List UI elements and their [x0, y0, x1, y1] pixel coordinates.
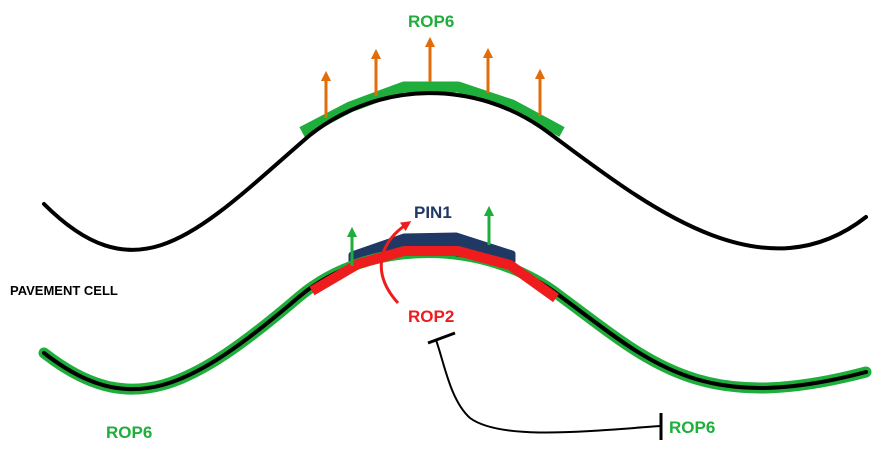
label-rop6-bottom-right: ROP6 [669, 418, 715, 437]
label-rop6-top: ROP6 [408, 12, 454, 31]
bottom-cell-pin1-cap [348, 232, 516, 266]
label-pin1: PIN1 [414, 203, 452, 222]
label-pavement-cell: PAVEMENT CELL [10, 283, 118, 298]
rop6-inhibits-rop2-line [435, 339, 661, 434]
label-rop6-bottom-left: ROP6 [106, 423, 152, 442]
label-rop2: ROP2 [408, 307, 454, 326]
bottom-cell-rop6-outline [38, 247, 872, 395]
top-cell-membrane [42, 91, 868, 252]
rop2-to-pin1-arrow [379, 221, 412, 305]
inhibition-bar-rop2 [427, 331, 456, 345]
growth-arrows [320, 36, 546, 118]
top-cell-rop6-cap [299, 81, 565, 137]
bottom-cell-membrane [42, 250, 868, 392]
bottom-cell-rop2-domain [309, 246, 559, 303]
